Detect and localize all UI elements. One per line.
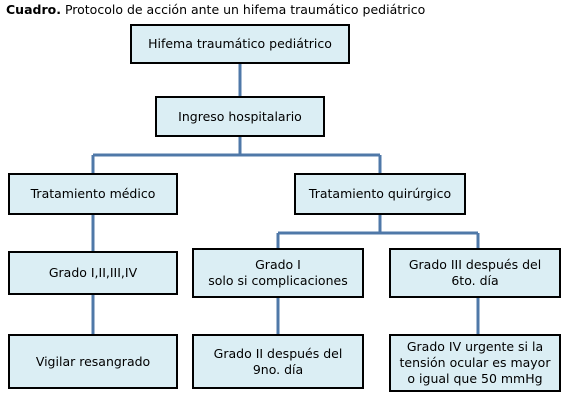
node-grado-2: Grado II después del 9no. día (192, 334, 364, 389)
node-grado-1-line2: solo si complicaciones (208, 273, 348, 288)
node-tratamiento-quirurgico-label: Tratamiento quirúrgico (308, 186, 452, 201)
node-grado-4: Grado IV urgente si la tensión ocular es… (389, 334, 561, 392)
node-grado-1: Grado I solo si complicaciones (192, 248, 364, 298)
node-hifema-label: Hifema traumático pediátrico (148, 36, 332, 51)
node-hifema: Hifema traumático pediátrico (130, 24, 350, 64)
node-ingreso-label: Ingreso hospitalario (178, 108, 302, 124)
node-grado-4-line2: tensión ocular es mayor (399, 355, 551, 370)
node-grado-2-line1: Grado II después del (213, 345, 343, 361)
node-vigilar-resangrado: Vigilar resangrado (8, 334, 178, 389)
node-tratamiento-quirurgico: Tratamiento quirúrgico (294, 173, 466, 215)
node-grado-4-line3: o igual que 50 mmHg (407, 371, 543, 386)
node-grado-3-line2: 6to. día (451, 273, 499, 288)
node-grado-4-line1: Grado IV urgente si la (406, 339, 544, 354)
node-tratamiento-medico: Tratamiento médico (8, 173, 178, 215)
node-grado-1-line1: Grado I (255, 257, 301, 272)
node-grados-medico-label: Grado I,II,III,IV (48, 265, 138, 280)
caption-label: Cuadro. (6, 2, 61, 17)
node-grado-3: Grado III después del 6to. día (389, 248, 561, 298)
caption: Cuadro. Protocolo de acción ante un hife… (6, 2, 425, 18)
node-grados-medico: Grado I,II,III,IV (8, 251, 178, 295)
node-tratamiento-medico-label: Tratamiento médico (30, 186, 156, 201)
node-grado-2-line2: 9no. día (252, 361, 304, 377)
node-grado-3-line1: Grado III después del (408, 257, 542, 272)
node-vigilar-resangrado-label: Vigilar resangrado (35, 353, 151, 369)
caption-text: Protocolo de acción ante un hifema traum… (64, 2, 426, 17)
node-ingreso: Ingreso hospitalario (155, 96, 325, 137)
